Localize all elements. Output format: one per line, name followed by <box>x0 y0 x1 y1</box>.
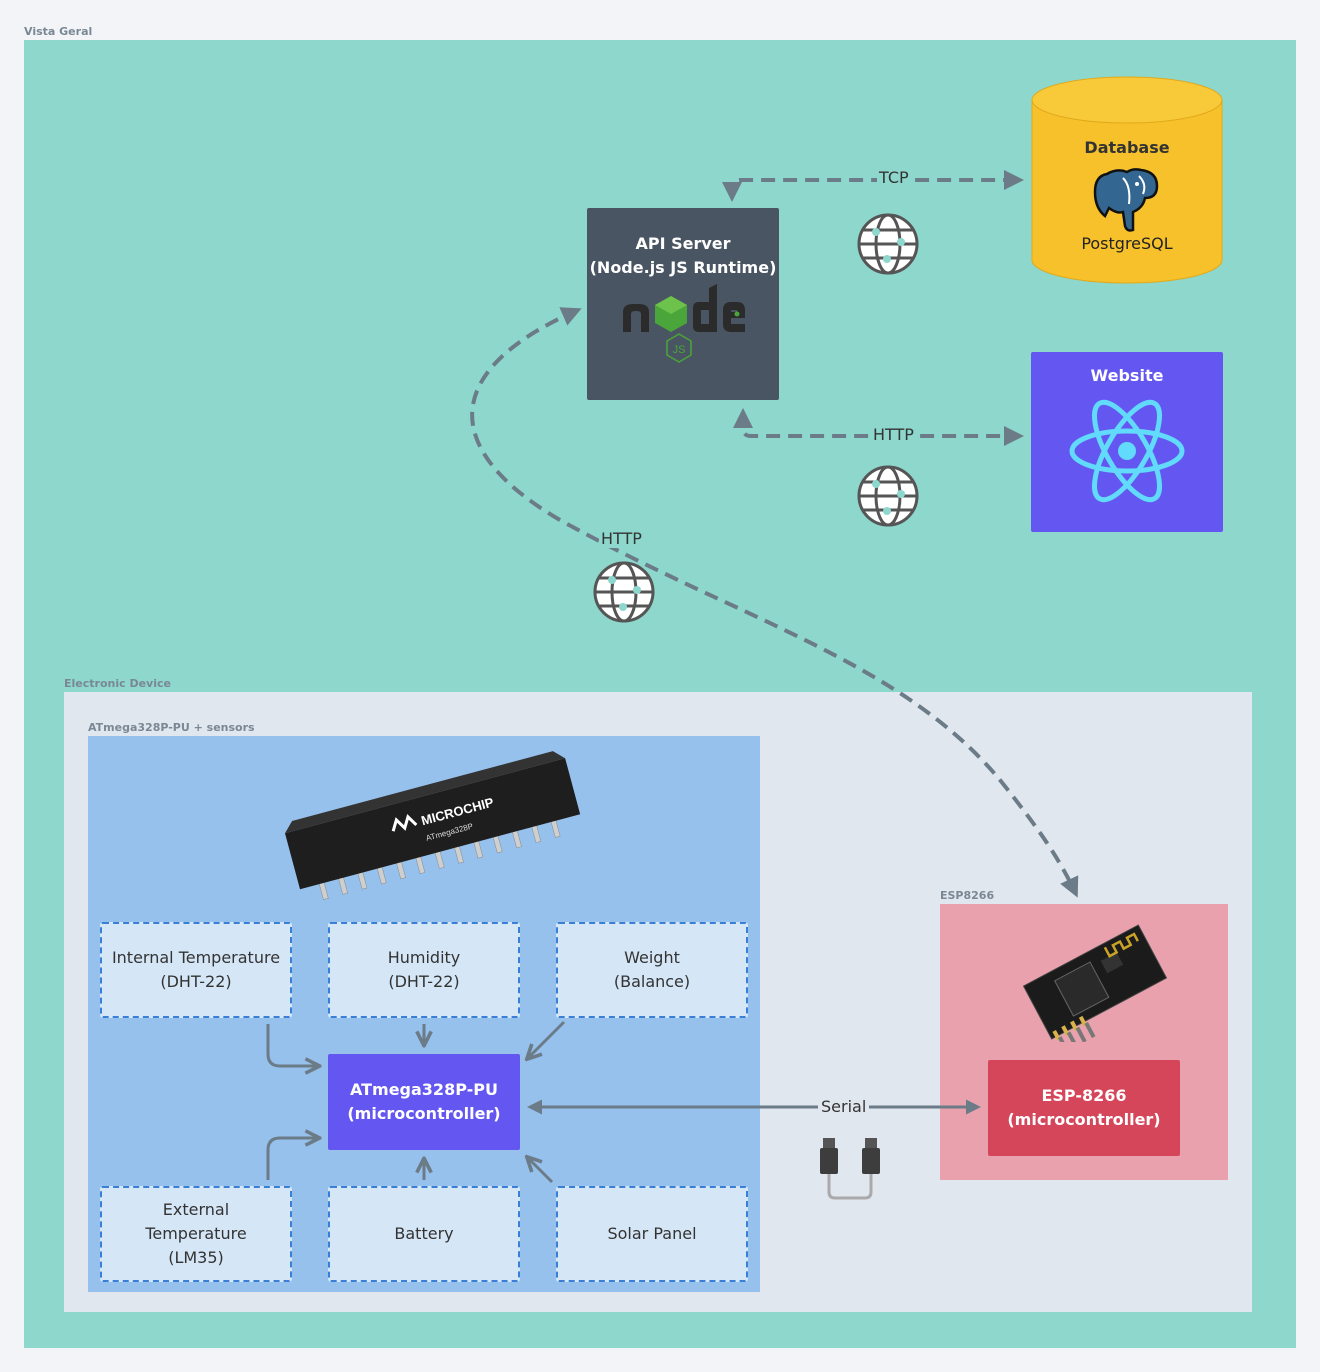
microchip-ic-image: MICROCHIP ATmega328P <box>285 751 581 900</box>
humidity-sensor[interactable]: Humidity (DHT-22) <box>328 922 520 1018</box>
external-temp-arrow <box>266 1138 318 1180</box>
tcp-connector <box>722 170 1024 202</box>
globe-icon <box>857 213 919 275</box>
react-logo <box>1069 399 1185 503</box>
internal-temp-arrow <box>266 1024 318 1066</box>
database-node[interactable]: Database PostgreSQL <box>1031 76 1223 284</box>
serial-label: Serial <box>818 1097 870 1116</box>
http-website-label: HTTP <box>871 425 916 444</box>
postgresql-elephant-icon <box>1093 168 1159 232</box>
esp8266-module-image <box>1022 924 1168 1042</box>
postgres-logo-text: PostgreSQL <box>1081 234 1173 253</box>
http-esp-label: HTTP <box>599 529 644 548</box>
device-label: Electronic Device <box>64 677 171 690</box>
solar-panel-sensor[interactable]: Solar Panel <box>556 1186 748 1282</box>
api-server-title: API Server (Node.js JS Runtime) <box>589 234 777 277</box>
globe-icon <box>857 465 919 527</box>
weight-sensor[interactable]: Weight (Balance) <box>556 922 748 1018</box>
http-esp-connector <box>470 307 1079 898</box>
usb-cable-icon <box>820 1138 880 1200</box>
tcp-label: TCP <box>877 168 911 187</box>
atmega-node[interactable]: ATmega328P-PU (microcontroller) <box>328 1054 520 1150</box>
overview-label: Vista Geral <box>24 25 93 38</box>
globe-icon <box>593 561 655 623</box>
website-title: Website <box>1090 366 1164 385</box>
solar-arrow <box>528 1158 554 1184</box>
database-title: Database <box>1084 138 1170 157</box>
atmega-title: ATmega328P-PU (microcontroller) <box>347 1080 501 1123</box>
atmega-group-label: ATmega328P-PU + sensors <box>88 721 255 734</box>
external-temperature-sensor[interactable]: External Temperature (LM35) <box>100 1186 292 1282</box>
esp-title: ESP-8266 (microcontroller) <box>1007 1086 1161 1129</box>
weight-arrow <box>528 1020 566 1058</box>
esp-node[interactable]: ESP-8266 (microcontroller) <box>988 1060 1180 1156</box>
battery-sensor[interactable]: Battery <box>328 1186 520 1282</box>
internal-temperature-sensor[interactable]: Internal Temperature (DHT-22) <box>100 922 292 1018</box>
